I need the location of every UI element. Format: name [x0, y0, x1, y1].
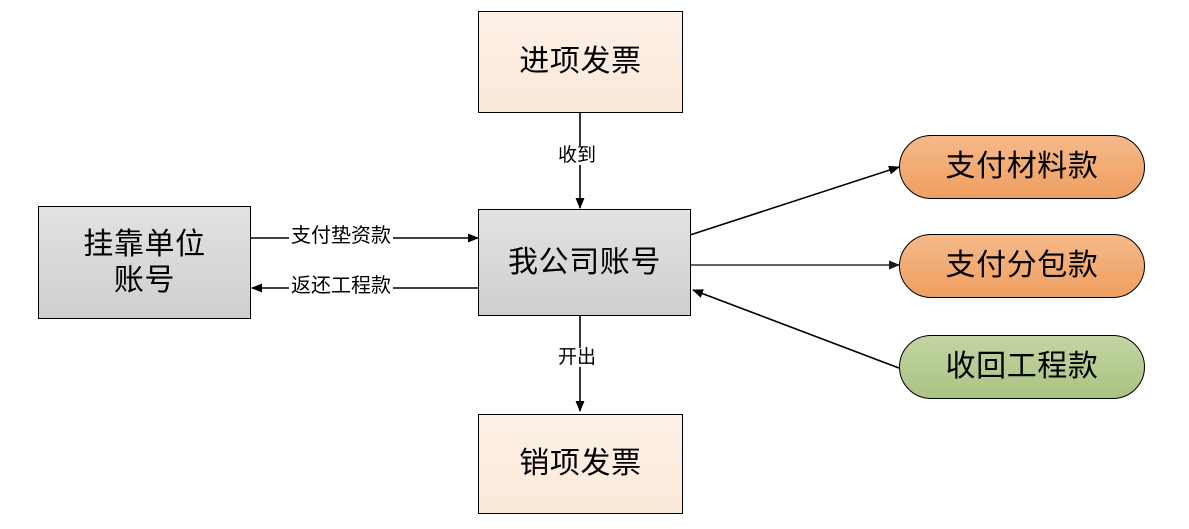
edge-label-received: 收到	[556, 145, 599, 166]
node-output-invoice[interactable]: 销项发票	[478, 414, 683, 514]
node-my-company-account-label: 我公司账号	[508, 245, 661, 279]
node-pay-subcontract-label: 支付分包款	[945, 249, 1099, 283]
node-output-invoice-label: 销项发票	[519, 447, 642, 481]
edge-label-return-project: 返还工程款	[289, 275, 393, 297]
edge-to-material-line	[689, 165, 900, 236]
node-affiliated-unit-account-label: 挂靠单位 账号	[83, 228, 206, 297]
edge-from-recover-line	[692, 289, 900, 369]
node-pay-subcontract[interactable]: 支付分包款	[899, 234, 1145, 298]
node-pay-material[interactable]: 支付材料款	[899, 135, 1145, 199]
node-pay-material-label: 支付材料款	[945, 150, 1099, 184]
node-affiliated-unit-account[interactable]: 挂靠单位 账号	[38, 206, 251, 319]
node-input-invoice[interactable]: 进项发票	[478, 11, 683, 113]
node-input-invoice-label: 进项发票	[519, 45, 642, 79]
node-my-company-account[interactable]: 我公司账号	[478, 209, 691, 316]
edge-label-issued: 开出	[556, 347, 599, 368]
edge-label-pay-advance: 支付垫资款	[289, 225, 393, 247]
node-recover-project[interactable]: 收回工程款	[899, 335, 1145, 399]
node-recover-project-label: 收回工程款	[945, 350, 1099, 384]
